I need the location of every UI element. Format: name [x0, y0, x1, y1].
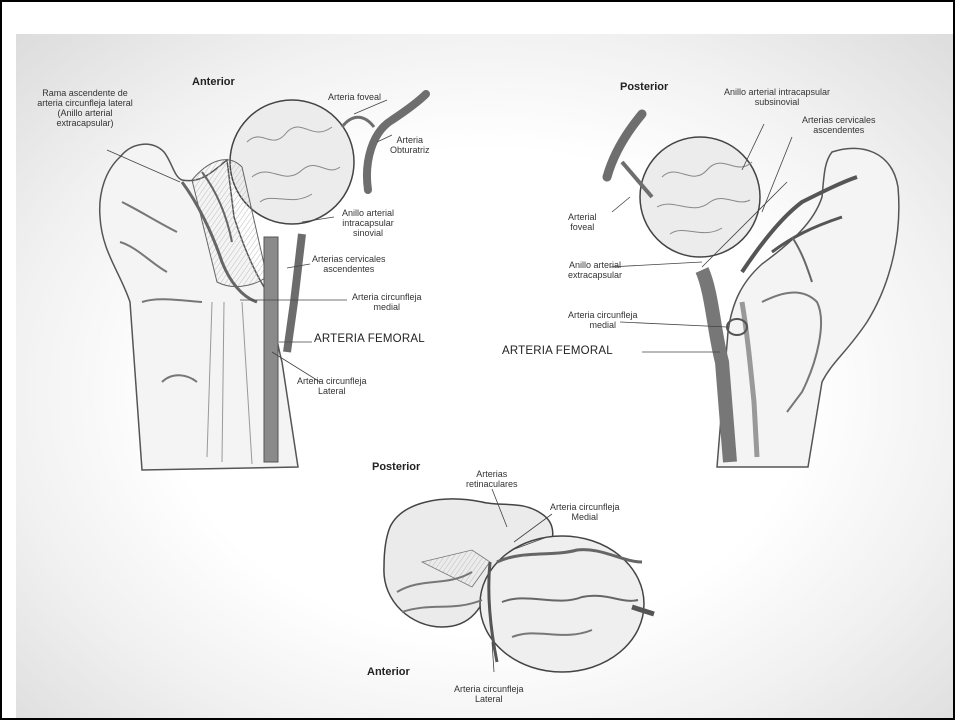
posterior-bottom-title: Posterior — [372, 462, 420, 472]
label-circunfleja-lateral-anterior: Arteria circunfleja Lateral — [297, 376, 367, 396]
posterior-femoral-artery — [702, 270, 730, 462]
label-circunfleja-medial-bottom: Arteria circunfleja Medial — [550, 502, 620, 522]
label-arteria-obturatriz: Arteria Obturatriz — [390, 135, 430, 155]
label-arterias-cervicales-anterior: Arterias cervicales ascendentes — [312, 254, 386, 274]
posterior-femur-view — [607, 114, 899, 467]
label-arterias-cervicales-posterior: Arterias cervicales ascendentes — [802, 115, 876, 135]
label-arteria-femoral-anterior: ARTERIA FEMORAL — [314, 334, 425, 344]
label-anillo-arterial-subsinovial: Anillo arterial intracapsular subsinovia… — [724, 87, 830, 107]
label-circunfleja-lateral-bottom: Arteria circunfleja Lateral — [454, 684, 524, 704]
label-arteria-foveal-posterior: Arterial foveal — [568, 212, 597, 232]
anterior-view-title: Anterior — [192, 77, 235, 87]
label-arteria-foveal-anterior: Arteria foveal — [328, 92, 381, 102]
anterior-femoral-artery — [264, 237, 278, 462]
label-circunfleja-medial-posterior: Arteria circunfleja medial — [568, 310, 638, 330]
label-arteria-femoral-posterior: ARTERIA FEMORAL — [502, 346, 613, 356]
label-circunfleja-medial-anterior: Arteria circunfleja medial — [352, 292, 422, 312]
anterior-bottom-title: Anterior — [367, 667, 410, 677]
posterior-femoral-head — [640, 137, 760, 257]
label-anillo-arterial-extracapsular: Anillo arterial extracapsular — [568, 260, 622, 280]
anterior-femur-view — [100, 94, 426, 470]
posterior-view-title: Posterior — [620, 82, 668, 92]
label-anillo-arterial-sinovial: Anillo arterial intracapsular sinovial — [342, 208, 394, 238]
label-arterias-retinaculares: Arterias retinaculares — [466, 469, 518, 489]
label-rama-ascendente: Rama ascendente de arteria circunfleja l… — [30, 88, 140, 128]
